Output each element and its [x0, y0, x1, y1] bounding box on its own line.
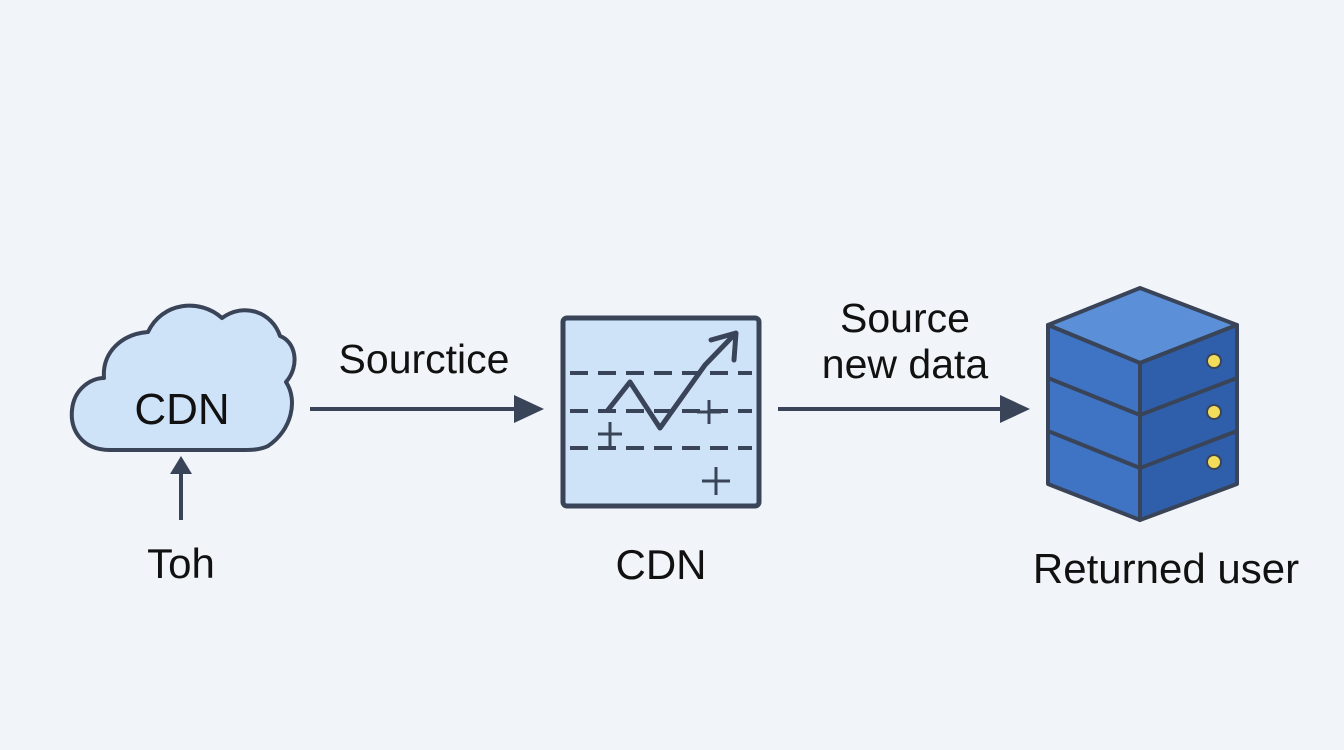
edge-label-line-2: new data: [821, 341, 989, 387]
edge-label-line-1: Source: [840, 295, 970, 341]
cloud-label: CDN: [134, 385, 230, 434]
source-label: Toh: [147, 540, 215, 587]
source-up-arrow: [170, 456, 192, 520]
server-label: Returned user: [1032, 545, 1300, 592]
server-icon: [1046, 286, 1239, 522]
edge-label-cloud-to-cdn: Sourctice: [338, 336, 510, 382]
arrow-cdn-to-server: [778, 395, 1030, 423]
cdn-panel-label: CDN: [615, 541, 707, 588]
trend-chart-icon: [560, 315, 762, 509]
edge-label-cdn-to-server: Source new data: [822, 295, 988, 387]
cloud-icon: [69, 303, 297, 452]
arrow-cloud-to-cdn: [310, 395, 544, 423]
